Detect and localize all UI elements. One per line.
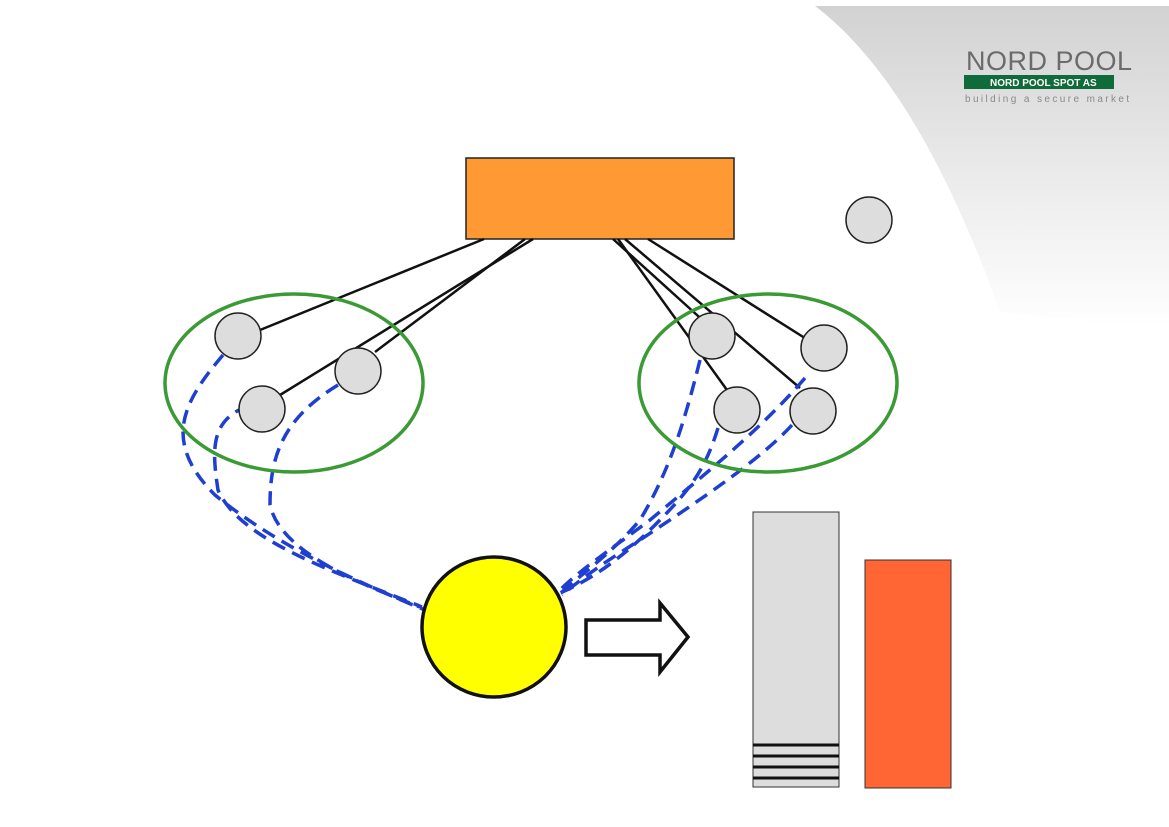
hub-link: [259, 237, 485, 332]
logo-tagline: building a secure market: [965, 94, 1132, 105]
hub-link: [616, 238, 729, 391]
left-group-outline: [163, 292, 425, 474]
nord-pool-logo: NORD POOL NORD POOL SPOT AS building a s…: [964, 46, 1133, 105]
right-node: [800, 324, 848, 372]
orange-bar: [864, 559, 952, 789]
right-node: [688, 312, 736, 360]
left-node: [214, 312, 262, 360]
dashed-link: [181, 353, 426, 612]
isolated-node: [845, 196, 893, 244]
central-circle: [420, 555, 568, 699]
right-arrow-icon: [584, 598, 691, 677]
right-group-outline: [637, 292, 899, 474]
logo-wordmark: NORD POOL: [966, 46, 1133, 76]
hub-link: [374, 238, 526, 353]
dashed-link: [560, 359, 702, 594]
left-node: [334, 347, 382, 395]
gray-bar-stripes: [753, 743, 839, 780]
dashed-link: [558, 376, 807, 592]
gray-bar: [752, 511, 840, 788]
dashed-link: [268, 383, 421, 609]
logo-banner-text: NORD POOL SPOT AS: [990, 78, 1097, 89]
logo-banner: [964, 75, 1114, 89]
hub-link: [647, 237, 809, 342]
right-node: [789, 387, 837, 435]
left-node: [238, 385, 286, 433]
hub-box: [465, 157, 735, 240]
right-node: [713, 386, 761, 434]
gray-bar-body: [752, 511, 840, 788]
dashed-link: [212, 404, 423, 609]
